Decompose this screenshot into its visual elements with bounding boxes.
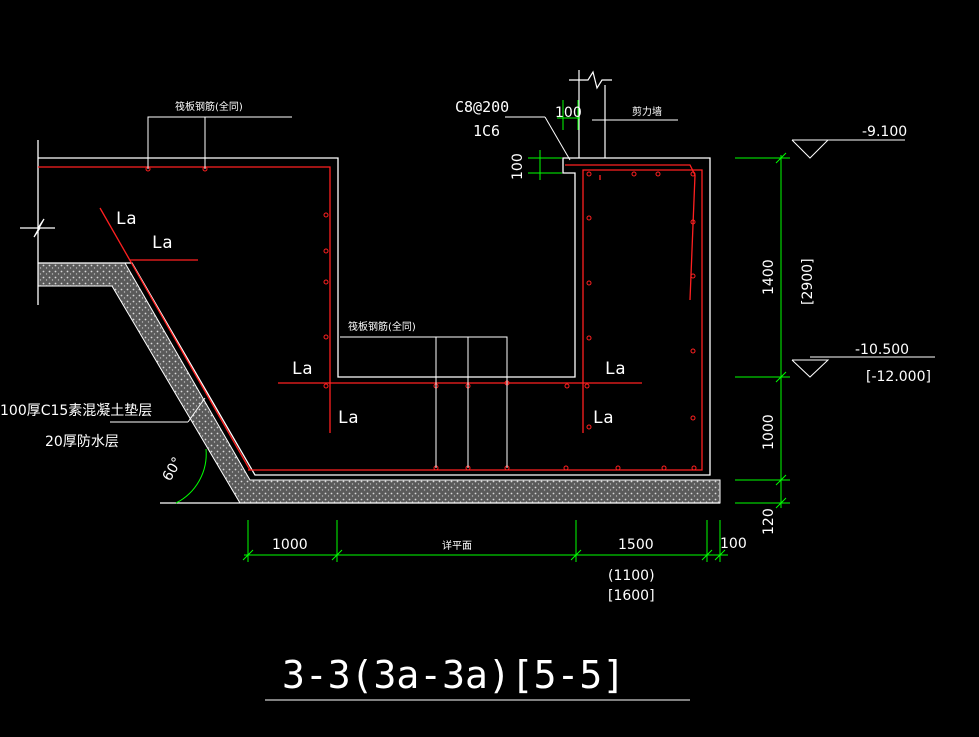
shear-wall-label: 剪力墙 — [632, 105, 662, 118]
bar-spec-1: C8@200 — [455, 98, 509, 116]
la-label-3: La — [292, 359, 312, 379]
angle-label: 60° — [160, 454, 186, 484]
rebar-dots — [145, 166, 697, 471]
dim-100-top: 100 — [555, 105, 582, 121]
la-label-4: La — [338, 408, 358, 428]
dim-1400: 1400 — [761, 259, 777, 295]
dim-100-h: 100 — [720, 536, 747, 552]
level-top: -9.100 — [862, 124, 907, 140]
dim-1500: 1500 — [618, 537, 654, 553]
level-symbols — [791, 139, 935, 378]
top-rebar-note: 筏板钢筋(全同) — [175, 100, 243, 113]
bar-spec-2: 1C6 — [473, 122, 500, 140]
cushion-layer-label: 100厚C15素混凝土垫层 — [0, 403, 152, 419]
break-line-left — [20, 218, 55, 238]
dim-detail: 详平面 — [442, 539, 472, 552]
dim-1600: [1600] — [608, 588, 655, 604]
dim-1000-v: 1000 — [761, 414, 777, 450]
la-label-2: La — [152, 233, 172, 253]
mid-rebar-note: 筏板钢筋(全同) — [348, 320, 416, 333]
rebar-lines — [38, 164, 703, 471]
dim-1100: (1100) — [608, 568, 655, 584]
break-line-top — [569, 70, 612, 90]
level-mid-alt: [-12.000] — [866, 369, 931, 385]
dim-100-left: 100 — [510, 153, 526, 180]
la-label-5: La — [605, 359, 625, 379]
level-mid: -10.500 — [855, 342, 909, 358]
la-label-6: La — [593, 408, 613, 428]
dimension-lines — [175, 100, 790, 562]
drawing-title: 3-3(3a-3a)[5-5] — [282, 653, 625, 697]
dim-1000-h: 1000 — [272, 537, 308, 553]
dim-2900: [2900] — [800, 258, 816, 305]
dim-120: 120 — [761, 508, 777, 535]
waterproof-layer-label: 20厚防水层 — [45, 434, 119, 450]
la-label-1: La — [116, 209, 136, 229]
leader-lines — [110, 116, 678, 468]
